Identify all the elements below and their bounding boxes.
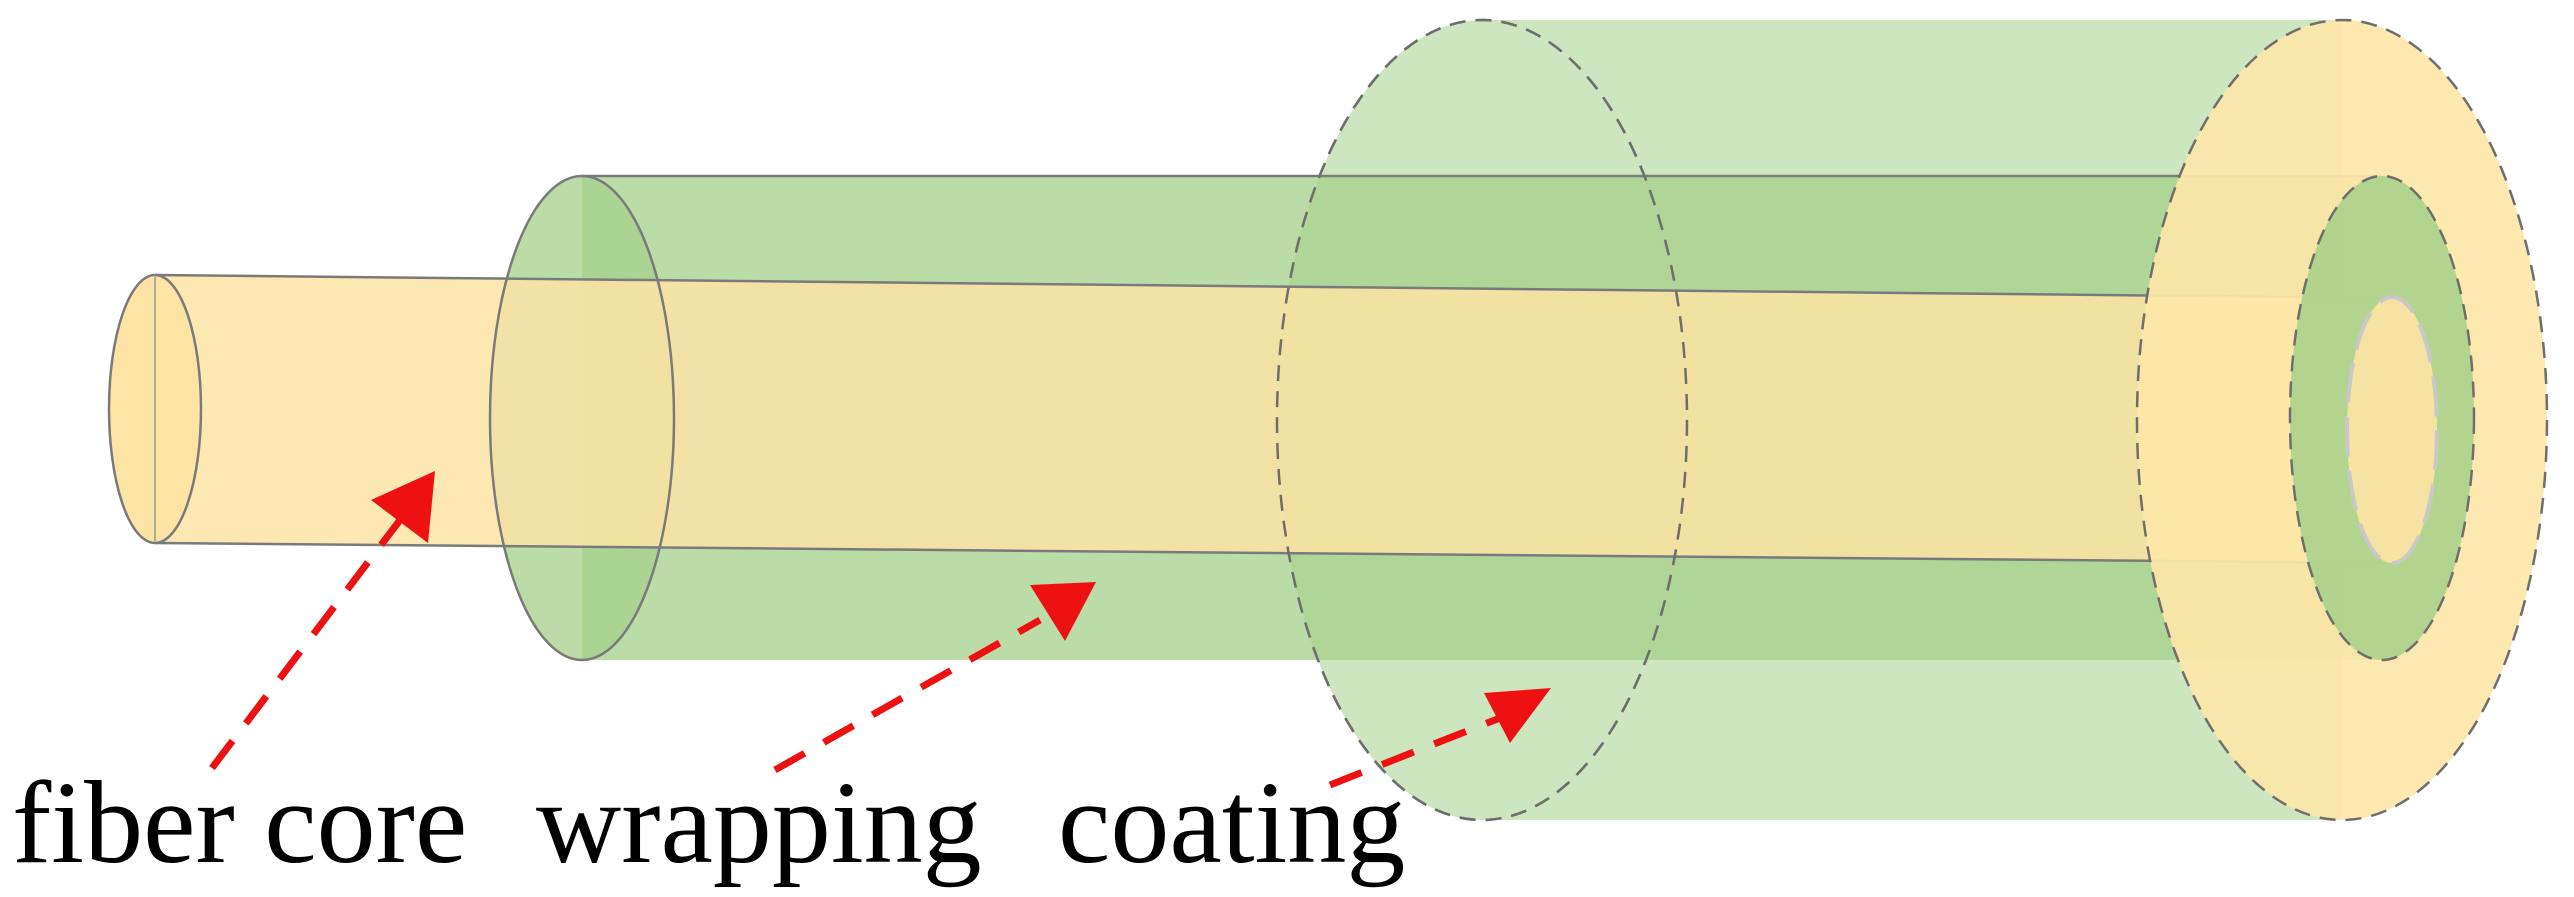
fiber-core-bottom-edge [154, 541, 2393, 565]
coating-mid-outline [1275, 18, 1689, 822]
wrapping-front-outline [2288, 174, 2476, 662]
wrapping-arrow [773, 582, 1096, 774]
wrapping-arrow-shaft [773, 616, 1042, 774]
core-front-face [2347, 297, 2437, 563]
end-face [2135, 18, 2549, 822]
coating-arrow [1328, 688, 1551, 789]
coating-label: coating [1058, 757, 1405, 888]
fiber-core-arrow-shaft [209, 517, 403, 771]
fiber-core-layer [107, 273, 2393, 565]
wrapping-label: wrapping [536, 757, 982, 888]
core-front-outline [2345, 295, 2439, 565]
fiber-core-label: fiber core [12, 757, 467, 888]
coating-front-outline [2135, 18, 2549, 822]
fiber-core-arrow [209, 471, 435, 771]
fiber-core-arrow-head [371, 471, 435, 543]
coating-arrow-shaft [1328, 714, 1502, 789]
wrapping-arrow-head [1030, 582, 1096, 641]
fiber-core-body [155, 275, 2392, 563]
fiber-core-top-edge [154, 273, 2393, 300]
wrapping-left-outline [488, 174, 676, 662]
coating-arrow-head [1484, 688, 1551, 743]
